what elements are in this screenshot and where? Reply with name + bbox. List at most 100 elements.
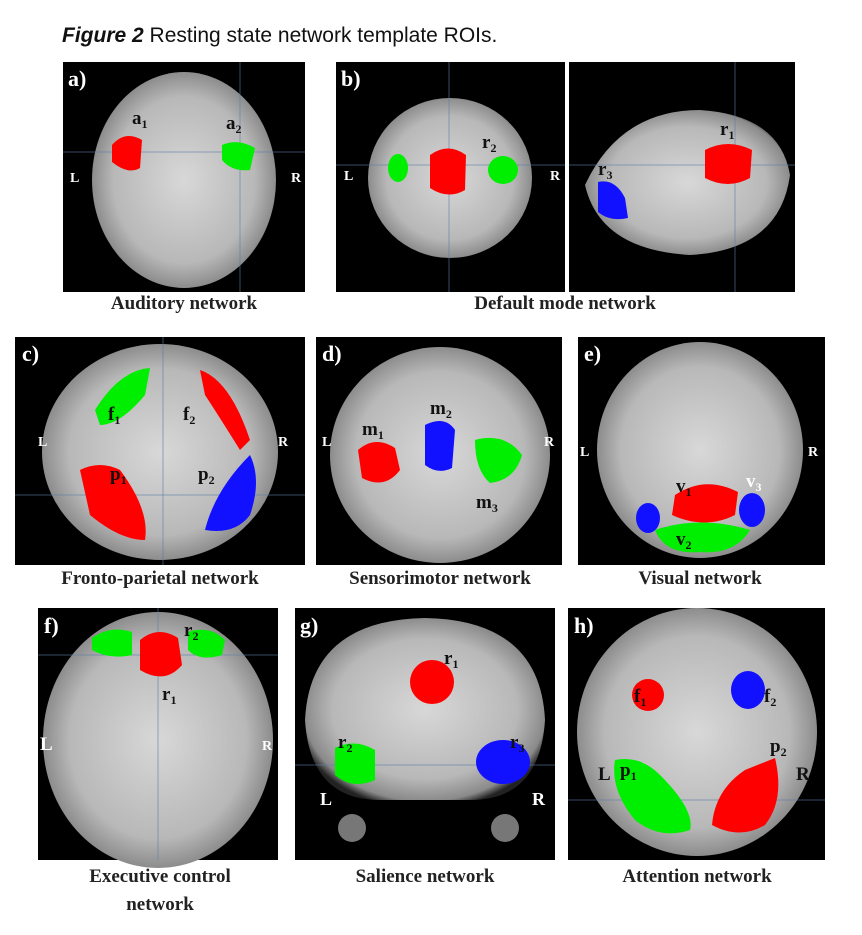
shape [42,344,278,560]
label: 1 [640,695,646,709]
caption-c: Fronto-parietal network [61,568,259,589]
roi-r1 [410,660,454,704]
roi-r2 [488,156,518,184]
label: v1 [676,476,692,499]
label: R [544,435,555,450]
label: m1 [362,419,384,442]
label: b) [341,66,361,91]
roi-a1 [112,136,142,171]
label: f [764,686,771,707]
label: 1 [728,128,734,142]
label: 2 [686,538,692,552]
shape [338,814,366,842]
panel-f: f) r2 r1 L R [38,608,278,868]
caption-f: Executive control [89,866,231,887]
label: 2 [770,695,776,709]
label: 3 [492,501,498,515]
panel-a: a) a1 a2 L R [63,62,305,292]
label: L [70,171,79,186]
label: f1 [634,686,646,709]
label: a2 [226,113,242,136]
label: Figure 2 [62,24,144,47]
label: 2 [192,629,198,643]
caption-d: Sensorimotor network [349,568,531,589]
label: L [344,169,353,184]
label: 2 [346,741,352,755]
label: 3 [756,480,762,494]
roi-m2 [425,421,455,471]
label: r [510,732,519,753]
label: L [580,445,589,460]
label: p [620,760,631,781]
label: L [40,734,53,755]
label: m [362,419,378,440]
panel-e: e) v1 v3 v2 L R [578,337,825,565]
label: r2 [184,620,198,643]
caption-b: Default mode network [474,293,656,314]
roi-r1 [430,148,466,195]
label: r [338,732,347,753]
label: r [482,132,491,153]
label: r2 [338,732,352,755]
panel-d: d) m1 m2 m3 L R [316,337,562,565]
caption-e: Visual network [638,568,762,589]
roi-r1 [140,631,182,677]
shape [705,144,752,184]
label: f) [44,613,59,638]
label: a [132,108,142,129]
roi-p1 [80,465,146,540]
label: R [278,435,289,450]
roi-f2 [731,671,765,709]
roi-f1 [632,679,664,711]
label: L [322,435,331,450]
label: L [38,435,47,450]
label: r [720,119,729,140]
label: v [746,471,756,492]
label: e) [584,341,601,366]
roi-r2 [335,743,375,784]
label: L [598,764,611,785]
label: 1 [142,117,148,131]
caption-h: Attention network [622,866,772,887]
label: r [444,648,453,669]
label: r1 [720,119,734,142]
panel-h: h) f1 f2 p1 p2 L R [568,608,825,860]
label: 2 [189,413,195,427]
label: R [550,169,561,184]
label: v [676,529,686,550]
label: R [291,171,302,186]
label: 2 [209,473,215,487]
label: p2 [770,736,787,759]
shape [92,629,132,657]
label: f [108,404,115,425]
label: h) [574,613,594,638]
label: 1 [452,657,458,671]
roi-a2 [222,142,255,171]
roi-r3 [598,181,628,220]
label: r [598,159,607,180]
label: Resting state network template ROIs. [144,24,498,47]
label: r2 [482,132,496,155]
label: m3 [476,492,498,515]
label: r1 [162,684,176,707]
shape [577,608,817,856]
label: 1 [686,485,692,499]
label: d) [322,341,342,366]
label: m2 [430,398,452,421]
roi-p2 [205,455,256,531]
label: 1 [121,473,127,487]
label: 3 [518,741,524,755]
label: p [198,464,209,485]
label: f2 [183,404,195,427]
label: a) [68,66,86,91]
label: v [676,476,686,497]
label: c) [22,341,39,366]
roi-p2 [712,758,779,833]
roi-v3 [739,493,765,527]
label: R [796,764,810,785]
label: 1 [170,693,176,707]
label: f [634,686,641,707]
label: p [770,736,781,757]
caption-g: Salience network [356,866,495,887]
